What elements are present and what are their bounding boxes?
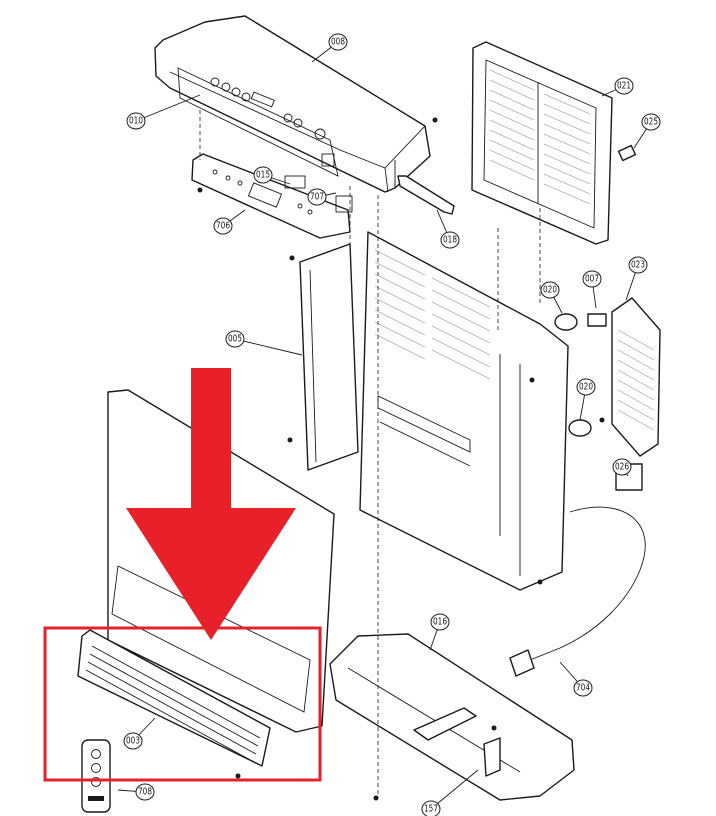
- callout-ring: [421, 800, 441, 816]
- callout-708: 708: [117, 783, 155, 801]
- callout-021: 021: [601, 77, 634, 97]
- callout-007: 007: [582, 270, 602, 309]
- callout-ring: [576, 378, 596, 396]
- callout-part-number: 018: [443, 235, 457, 246]
- callout-part-number: 021: [617, 81, 631, 92]
- callout-part-number: 025: [644, 117, 658, 128]
- callout-part-number: 020: [579, 382, 593, 393]
- power-cord-704: [509, 506, 646, 677]
- callout-ring: [430, 613, 450, 631]
- callout-ring: [641, 113, 661, 131]
- callout-ring: [123, 732, 143, 750]
- main-body: [359, 231, 569, 591]
- highlight-overlay: [43, 368, 322, 782]
- callout-ring: [135, 783, 155, 801]
- callout-leader-line: [135, 94, 201, 122]
- callout-part-number: 707: [310, 192, 324, 203]
- filter-frame-021: [471, 41, 613, 245]
- callout-part-number: 007: [585, 274, 599, 285]
- callout-020: 020: [576, 378, 596, 421]
- callout-part-number: 023: [631, 260, 645, 271]
- callout-part-number: 016: [433, 617, 447, 628]
- callout-ring: [540, 281, 560, 299]
- callout-part-number: 005: [228, 334, 242, 345]
- sensor-020-lower: [568, 419, 592, 437]
- callout-020: 020: [540, 281, 563, 314]
- callout-ring: [440, 231, 460, 249]
- callout-023: 023: [625, 256, 648, 301]
- side-panel-005: [299, 243, 359, 471]
- callout-015: 015: [253, 166, 291, 185]
- callout-018: 018: [436, 209, 460, 249]
- callout-leader-line: [234, 338, 303, 356]
- bracket-157: [483, 737, 501, 777]
- callout-ring: [328, 33, 348, 51]
- callout-ring: [126, 112, 146, 130]
- callout-leader-line: [430, 769, 479, 810]
- callout-016: 016: [429, 613, 450, 651]
- knob-025: [617, 144, 637, 162]
- callout-ring: [213, 217, 233, 235]
- callout-003: 003: [123, 717, 156, 750]
- sensor-020-upper: [554, 313, 578, 331]
- callout-part-number: 020: [543, 285, 557, 296]
- callout-008: 008: [311, 33, 348, 63]
- callout-005: 005: [225, 330, 303, 356]
- callout-ring: [573, 679, 593, 697]
- callout-part-number: 704: [576, 683, 590, 694]
- callout-157: 157: [421, 769, 479, 816]
- callout-707: 707: [307, 188, 337, 206]
- red-down-arrow: [126, 368, 296, 640]
- callout-704: 704: [559, 661, 593, 697]
- callout-part-number: 010: [129, 116, 143, 127]
- callout-ring: [628, 256, 648, 274]
- callout-part-number: 706: [216, 221, 230, 232]
- callout-026: 026: [612, 458, 632, 477]
- top-panel-008: [154, 15, 431, 193]
- callout-025: 025: [633, 113, 661, 149]
- callout-706: 706: [213, 209, 246, 235]
- highlight-box: [43, 626, 322, 782]
- callout-ring: [614, 77, 634, 95]
- assembly-lines: [199, 110, 541, 798]
- callout-part-number: 026: [615, 462, 629, 473]
- callout-ring: [582, 270, 602, 288]
- remote-control-708: [81, 739, 111, 813]
- callout-part-number: 708: [138, 787, 152, 798]
- bracket-018: [397, 175, 455, 215]
- callout-ring: [225, 330, 245, 348]
- callout-part-number: 003: [126, 736, 140, 747]
- screws: [197, 117, 605, 801]
- front-grille-003: [77, 629, 271, 767]
- callout-part-number: 015: [256, 170, 270, 181]
- side-filter-023: [611, 297, 661, 457]
- base-016: [329, 633, 575, 801]
- callout-ring: [307, 188, 327, 206]
- callout-ring: [612, 458, 632, 476]
- callout-labels: 008 010 015 707 706 018 021 025 020 007 023 005 020 0…: [117, 33, 661, 816]
- switch-007: [587, 313, 607, 327]
- callout-part-number: 157: [424, 804, 438, 815]
- callout-part-number: 008: [331, 37, 345, 48]
- callout-ring: [253, 166, 273, 184]
- callout-010: 010: [126, 94, 201, 130]
